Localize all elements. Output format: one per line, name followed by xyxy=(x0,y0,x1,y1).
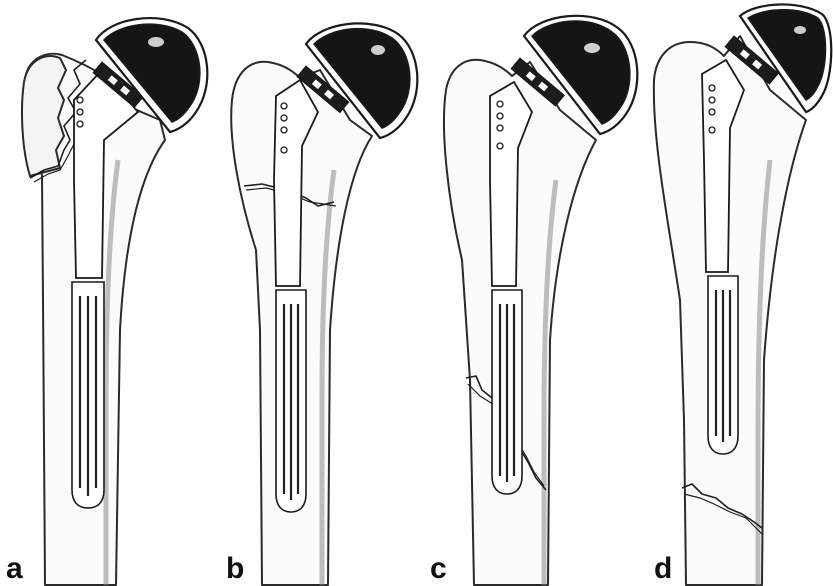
fin-hole xyxy=(77,97,83,103)
fin-hole xyxy=(709,97,715,103)
head-highlight xyxy=(794,26,806,34)
panel-c: c xyxy=(430,16,637,585)
fin-hole xyxy=(709,127,715,133)
fin-hole xyxy=(497,125,503,131)
fin-hole xyxy=(281,103,287,109)
head-highlight xyxy=(371,45,385,55)
fin-hole xyxy=(709,85,715,91)
panel-label-b: b xyxy=(226,552,244,585)
panel-label-d: d xyxy=(654,552,672,585)
fin-hole xyxy=(77,109,83,115)
panel-label-c: c xyxy=(430,552,447,585)
panel-d: d xyxy=(654,4,831,585)
panel-label-a: a xyxy=(6,552,23,585)
head-highlight xyxy=(584,43,600,53)
fin-hole xyxy=(281,127,287,133)
fin-hole xyxy=(281,147,287,153)
fin-hole xyxy=(497,101,503,107)
fin-hole xyxy=(497,113,503,119)
fin-hole xyxy=(709,109,715,115)
fin-hole xyxy=(77,121,83,127)
fin-hole xyxy=(281,115,287,121)
panel-a: a xyxy=(6,18,207,585)
fin-hole xyxy=(497,143,503,149)
head-highlight xyxy=(148,37,164,47)
panel-b: b xyxy=(226,23,417,585)
